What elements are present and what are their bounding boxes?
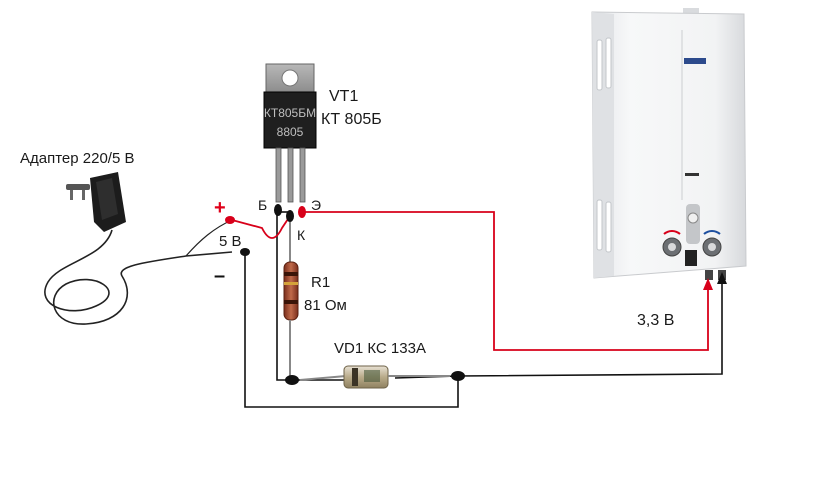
plus-to-collector-wire [231,215,291,239]
resistor-diode-junction [285,375,299,385]
transistor-marking-2: 8805 [277,125,304,139]
collector-to-diode-wire [276,212,356,381]
pin-k-terminal [286,210,294,222]
pin-e-label: Э [311,197,321,213]
transistor-ref-label: VT1 [329,88,358,105]
ground-to-heater-wire [394,280,723,379]
pin-b-terminal [274,204,282,216]
plus-sign: + [214,197,226,219]
transistor-marking-1: КТ805БМ [264,106,316,120]
power-adapter-icon [44,172,233,325]
gas-water-heater-icon [591,8,747,280]
pin-e-terminal [298,206,306,218]
resistor-icon [283,222,299,380]
emitter-to-heater-wire [302,211,709,351]
pin-k-label: К [297,227,306,243]
minus-sign: – [214,265,225,287]
adapter-label: Адаптер 220/5 В [20,150,135,167]
resistor-value-label: 81 Ом [304,297,347,314]
minus-terminal [240,248,250,256]
output-voltage-label: 3,3 В [637,312,674,329]
resistor-ref-label: R1 [311,274,330,291]
red-arrow-icon [703,278,713,290]
diode-ground-junction [451,371,465,381]
zener-diode-icon [299,365,450,389]
red-wires [231,211,709,351]
black-arrow-icon [717,272,727,284]
minus-return-wire [244,252,459,408]
transistor-model-label: КТ 805Б [321,111,382,128]
plus-terminal [225,216,235,224]
pin-b-label: Б [258,197,267,213]
input-voltage-label: 5 В [219,233,242,250]
transistor-icon: КТ805БМ 8805 [263,63,317,203]
zener-label: VD1 КС 133А [334,340,426,357]
